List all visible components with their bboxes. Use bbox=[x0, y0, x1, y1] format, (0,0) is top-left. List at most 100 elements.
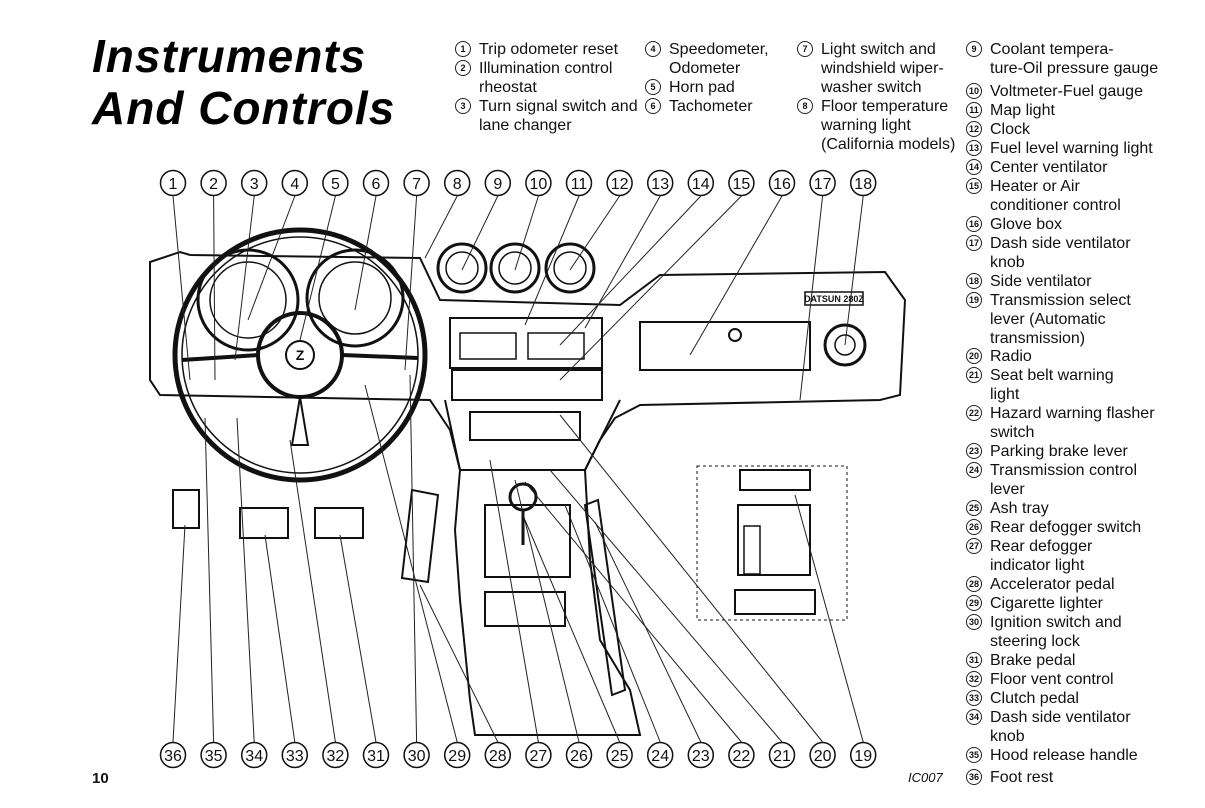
callout-marker: 11 bbox=[524, 169, 593, 326]
legend-number: 34 bbox=[966, 709, 982, 725]
leader-line bbox=[299, 195, 336, 341]
callout-marker: 8 bbox=[424, 169, 471, 259]
leader-line bbox=[213, 195, 216, 381]
legend-number: 23 bbox=[966, 443, 982, 459]
leader-line bbox=[354, 195, 377, 311]
callout-marker: 16 bbox=[689, 169, 796, 356]
dash-panel-outline bbox=[149, 250, 907, 471]
foot-rest-icon bbox=[172, 489, 200, 529]
legend-text: Dash side ventilator knob bbox=[990, 235, 1131, 271]
legend-text: Fuel level warning light bbox=[990, 140, 1153, 157]
legend-text: Brake pedal bbox=[990, 652, 1076, 669]
legend-text: Trip odometer reset bbox=[479, 41, 619, 58]
legend-text: Speedometer, Odometer bbox=[669, 41, 769, 77]
callout-marker: 17 bbox=[799, 169, 836, 401]
callout-number: 22 bbox=[733, 748, 751, 765]
callout-marker: 32 bbox=[289, 439, 349, 769]
callout-number: 28 bbox=[489, 748, 507, 765]
legend-text: Turn signal switch and lane changer bbox=[479, 98, 638, 134]
leader-line bbox=[584, 195, 661, 329]
callout-marker: 35 bbox=[200, 417, 227, 769]
callout-circle bbox=[281, 741, 309, 769]
callout-circle bbox=[849, 169, 877, 197]
callout-circle bbox=[362, 741, 390, 769]
callout-number: 31 bbox=[367, 748, 385, 765]
callout-circle bbox=[646, 169, 674, 197]
callout-number: 32 bbox=[327, 748, 345, 765]
legend-number: 30 bbox=[966, 614, 982, 630]
callout-circle bbox=[159, 169, 187, 197]
legend-number: 7 bbox=[797, 41, 813, 57]
callout-circle bbox=[281, 169, 309, 197]
callout-marker: 23 bbox=[594, 521, 715, 769]
accelerator-pedal-icon bbox=[400, 488, 440, 584]
legend-number: 10 bbox=[966, 83, 982, 99]
callout-number: 1 bbox=[169, 176, 178, 193]
legend-text: Radio bbox=[990, 348, 1032, 365]
leader-line bbox=[172, 195, 191, 381]
callout-marker: 10 bbox=[514, 169, 552, 271]
callout-number: 36 bbox=[164, 748, 182, 765]
callout-number: 18 bbox=[854, 176, 872, 193]
callout-number: 13 bbox=[651, 176, 669, 193]
callout-circle bbox=[484, 741, 512, 769]
legend-number: 14 bbox=[966, 159, 982, 175]
page-number: 10 bbox=[92, 770, 109, 787]
callout-number: 21 bbox=[773, 748, 791, 765]
legend-text: Foot rest bbox=[990, 769, 1054, 786]
legend-number: 6 bbox=[645, 98, 661, 114]
leader-line bbox=[264, 534, 296, 743]
callout-number: 14 bbox=[692, 176, 710, 193]
callout-number: 27 bbox=[530, 748, 548, 765]
callout-circle bbox=[443, 169, 471, 197]
legend-text: Map light bbox=[990, 102, 1055, 119]
callout-circle bbox=[525, 169, 552, 197]
callout-circle bbox=[240, 741, 268, 769]
callout-marker: 25 bbox=[524, 519, 633, 769]
leader-line bbox=[236, 417, 255, 743]
callout-number: 3 bbox=[250, 176, 259, 193]
legend-text: Accelerator pedal bbox=[990, 576, 1115, 593]
callout-circle bbox=[606, 741, 633, 769]
callout-circle bbox=[687, 169, 715, 197]
callout-number: 19 bbox=[854, 748, 872, 765]
leader-line bbox=[559, 195, 702, 346]
leader-line bbox=[247, 195, 296, 321]
legend-number: 20 bbox=[966, 348, 982, 364]
leader-line bbox=[524, 195, 580, 326]
callout-marker: 3 bbox=[234, 169, 268, 361]
callout-marker: 29 bbox=[364, 384, 471, 769]
clock-icon bbox=[544, 242, 596, 294]
callout-marker: 7 bbox=[403, 169, 430, 371]
title-line-1: Instruments bbox=[92, 30, 367, 82]
callout-circle bbox=[768, 169, 796, 197]
parking-brake-icon bbox=[583, 498, 627, 697]
callout-marker: 14 bbox=[559, 169, 715, 346]
title-line-2: And Controls bbox=[92, 82, 396, 134]
leader-line bbox=[172, 524, 186, 743]
callout-circle bbox=[565, 741, 593, 769]
callout-number: 7 bbox=[412, 176, 421, 193]
legend-number: 2 bbox=[455, 60, 471, 76]
callout-marker: 18 bbox=[844, 169, 877, 346]
callout-circle bbox=[525, 741, 552, 769]
leader-line bbox=[564, 504, 661, 743]
callout-number: 8 bbox=[453, 176, 462, 193]
callout-marker: 19 bbox=[794, 494, 877, 769]
legend-text: Side ventilator bbox=[990, 273, 1092, 290]
legend-number: 33 bbox=[966, 690, 982, 706]
callout-number: 25 bbox=[611, 748, 629, 765]
legend-text: Transmission control lever bbox=[990, 462, 1138, 498]
callout-marker: 15 bbox=[559, 169, 755, 381]
callout-circle bbox=[687, 741, 715, 769]
callout-number: 26 bbox=[570, 748, 588, 765]
callout-marker: 9 bbox=[461, 169, 512, 271]
callout-circle bbox=[646, 741, 674, 769]
legend-text: Ignition switch and steering lock bbox=[990, 614, 1122, 650]
leader-line bbox=[204, 417, 215, 743]
callout-circle bbox=[809, 169, 836, 197]
legend-text: Clock bbox=[990, 121, 1031, 138]
callout-number: 15 bbox=[733, 176, 751, 193]
legend-text: Hazard warning flasher switch bbox=[990, 405, 1155, 441]
